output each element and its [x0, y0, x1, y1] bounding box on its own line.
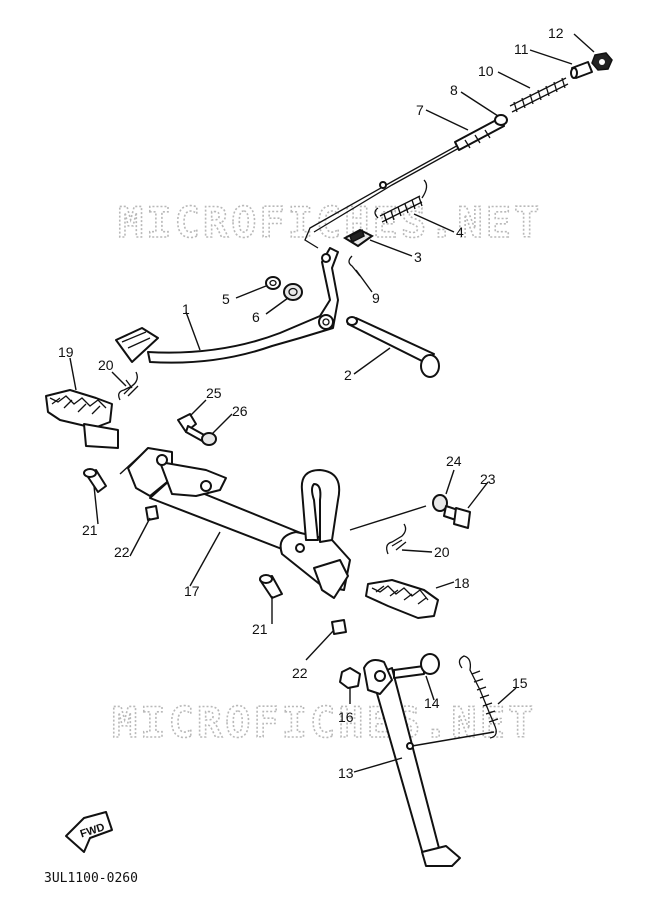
footrest-right-part-18[interactable]	[365, 579, 439, 619]
callout-21-left: 21	[82, 522, 98, 538]
washer-part-5[interactable]	[265, 276, 281, 290]
callout-8: 8	[450, 82, 458, 98]
bolt-part-14[interactable]	[393, 653, 440, 679]
pivot-shaft-part-2[interactable]	[346, 316, 440, 378]
brake-rod-part-7[interactable]	[304, 117, 505, 249]
callout-21-right: 21	[252, 621, 268, 637]
callout-17: 17	[184, 583, 200, 599]
callout-22-left: 22	[114, 544, 130, 560]
callout-2: 2	[344, 367, 352, 383]
callout-3: 3	[414, 249, 422, 265]
bolt-part-25[interactable]	[177, 413, 207, 443]
callout-20-right: 20	[434, 544, 450, 560]
callout-6: 6	[252, 309, 260, 325]
pin-part-21-right[interactable]	[259, 574, 283, 599]
spring-part-20-right[interactable]	[386, 523, 407, 555]
callout-25: 25	[206, 385, 222, 401]
cotter-pin-part-22-right[interactable]	[331, 619, 347, 635]
callout-13: 13	[338, 765, 354, 781]
forward-direction-arrow: FWD	[65, 811, 113, 853]
callout-numbers: 12 11 10 8 7 4 3 9 5 6 1 2 19 20 25 26 2…	[58, 25, 564, 781]
spring-part-4[interactable]	[374, 179, 428, 224]
callout-23: 23	[480, 471, 496, 487]
washer-part-24[interactable]	[432, 494, 448, 512]
watermark-bottom: MICROFICHES.NET	[112, 698, 536, 747]
diagram-code: 3UL1100-0260	[44, 871, 138, 886]
callout-19: 19	[58, 344, 74, 360]
spring-part-15[interactable]	[458, 655, 499, 739]
callout-12: 12	[548, 25, 564, 41]
callout-9: 9	[372, 290, 380, 306]
brake-pedal-part-1[interactable]	[115, 247, 339, 364]
callout-24: 24	[446, 453, 462, 469]
sleeve-part-11[interactable]	[570, 61, 593, 79]
bolt-part-23[interactable]	[443, 505, 471, 529]
callout-10: 10	[478, 63, 494, 79]
pin-part-21-left[interactable]	[83, 468, 107, 493]
washer-part-26[interactable]	[201, 432, 217, 446]
spring-part-20-left[interactable]	[118, 371, 139, 401]
footrest-bar-part-17[interactable]	[127, 447, 351, 599]
callout-26: 26	[232, 403, 248, 419]
washer-part-6[interactable]	[283, 283, 303, 301]
callout-4: 4	[456, 224, 464, 240]
callout-14: 14	[424, 695, 440, 711]
washer-part-8[interactable]	[494, 114, 508, 126]
callout-20-left: 20	[98, 357, 114, 373]
callout-5: 5	[222, 291, 230, 307]
cotter-pin-part-9[interactable]	[348, 255, 361, 277]
cotter-pin-part-22-left[interactable]	[145, 505, 159, 521]
callout-1: 1	[182, 301, 190, 317]
callout-22-right: 22	[292, 665, 308, 681]
callout-16: 16	[338, 709, 354, 725]
spring-part-10[interactable]	[509, 77, 569, 113]
callout-11: 11	[514, 41, 529, 57]
callout-15: 15	[512, 675, 528, 691]
footrest-left-part-19[interactable]	[45, 389, 119, 449]
nut-part-12[interactable]	[591, 52, 613, 71]
callout-7: 7	[416, 102, 424, 118]
callout-18: 18	[454, 575, 470, 591]
joint-part-3[interactable]	[342, 228, 374, 248]
side-stand-part-13[interactable]	[363, 659, 461, 867]
nut-part-16[interactable]	[339, 667, 361, 689]
leader-lines	[69, 33, 595, 773]
